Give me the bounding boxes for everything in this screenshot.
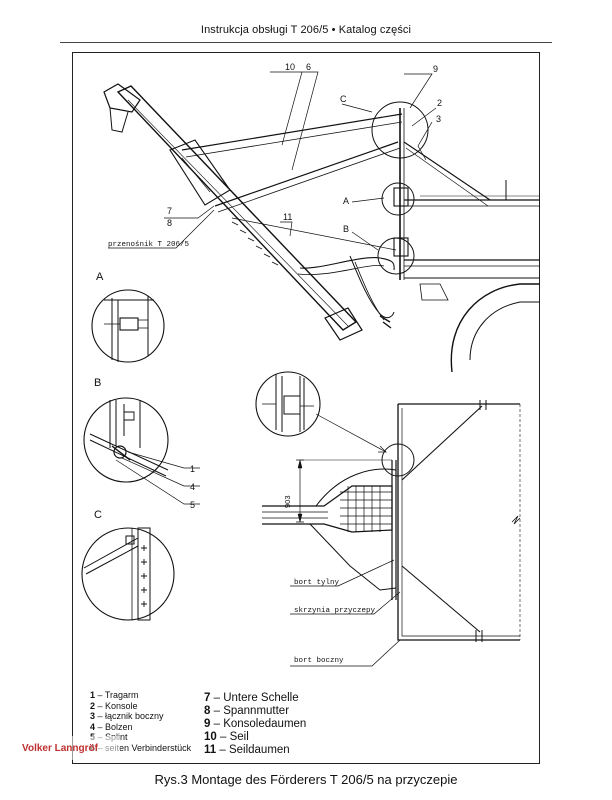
header-rule bbox=[60, 42, 552, 43]
detail-c-label: C bbox=[94, 509, 102, 521]
legend-item: 2 – Konsole bbox=[90, 700, 138, 711]
callout-a: A bbox=[343, 196, 349, 206]
callout-9: 9 bbox=[433, 64, 438, 74]
legend-item: 7 – Untere Schelle bbox=[204, 692, 299, 704]
watermark: Volker Lanngröf bbox=[0, 736, 120, 760]
callout-b: B bbox=[343, 224, 349, 234]
legend-item: 11 – Seildaumen bbox=[204, 744, 290, 756]
page-header: Instrukcja obsługi T 206/5 • Katalog czę… bbox=[200, 24, 412, 36]
detail-b-callout-5: 5 bbox=[190, 500, 195, 510]
detail-a-label: A bbox=[96, 271, 104, 283]
callout-3: 3 bbox=[436, 114, 441, 124]
legend-item: 4 – Bolzen bbox=[90, 721, 133, 732]
conveyor-label: przenośnik T 206/5 bbox=[108, 241, 190, 249]
detail-b-callout-1: 1 bbox=[190, 464, 195, 474]
dimension-903: 903 bbox=[283, 495, 292, 508]
legend-item: 3 – łącznik boczny bbox=[90, 711, 164, 721]
detail-c bbox=[81, 527, 175, 621]
callout-7: 7 bbox=[167, 206, 172, 216]
detail-b bbox=[83, 397, 200, 505]
top-view bbox=[255, 371, 521, 667]
legend-right: 7 – Untere Schelle 8 – Spannmutter 9 – K… bbox=[204, 692, 306, 757]
detail-b-label: B bbox=[94, 377, 101, 389]
label-skrzynia-przyczepy: skrzynia przyczepy bbox=[294, 607, 376, 615]
trailer bbox=[404, 180, 540, 373]
callout-c: C bbox=[340, 94, 347, 104]
callout-11: 11 bbox=[283, 212, 292, 222]
label-bort-boczny: bort boczny bbox=[294, 657, 344, 665]
legend-item: 1 – Tragarm bbox=[90, 690, 139, 700]
detail-b-callout-4: 4 bbox=[190, 482, 195, 492]
legend-item: 9 – Konsoledaumen bbox=[204, 718, 307, 730]
figure-caption: Rys.3 Montage des Förderers T 206/5 na p… bbox=[154, 772, 458, 787]
legend-item: 10 – Seil bbox=[204, 731, 249, 743]
callout-10: 10 bbox=[285, 62, 295, 72]
callout-8: 8 bbox=[167, 218, 172, 228]
legend-item: 8 – Spannmutter bbox=[204, 705, 290, 717]
callout-6: 6 bbox=[306, 62, 311, 72]
label-bort-tylny: bort tylny bbox=[294, 579, 340, 587]
drawing-frame bbox=[72, 52, 540, 764]
detail-a bbox=[91, 289, 165, 363]
callout-2: 2 bbox=[437, 98, 442, 108]
